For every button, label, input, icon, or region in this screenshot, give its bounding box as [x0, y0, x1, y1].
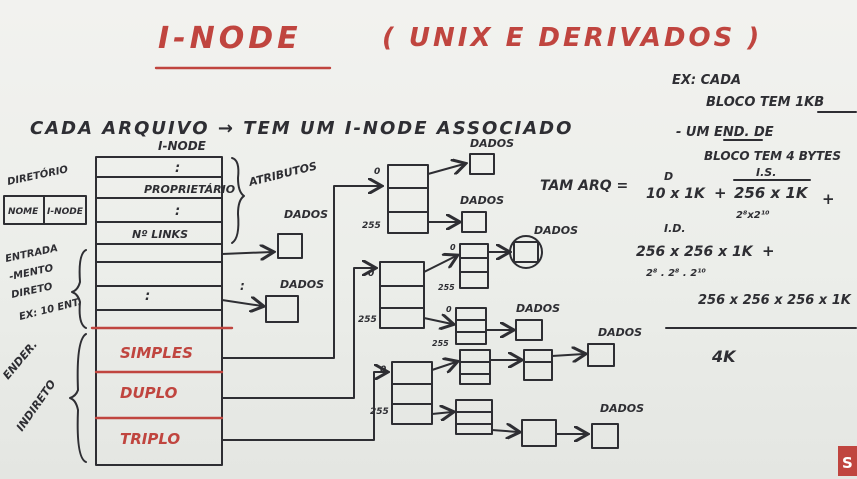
double-data-block-1	[513, 241, 539, 263]
formula-plus-2: +	[822, 190, 835, 208]
formula-d-label: D	[664, 170, 673, 183]
channel-logo	[838, 446, 857, 476]
example-line-4: BLOCO TEM 4 BYTES	[704, 149, 841, 163]
indirect-triple: TRIPLO	[120, 430, 180, 448]
svg-text::: :	[240, 279, 245, 293]
entries-note-1: ENTRADA	[4, 243, 59, 265]
direct-data-block-2	[265, 295, 299, 323]
simple-data-block-1	[469, 153, 495, 175]
channel-logo-letter: S	[842, 454, 853, 472]
indirect-note-1: ENDER.	[0, 338, 40, 382]
double-level2-last-2: 255	[432, 339, 449, 348]
formula-id-label: I.D.	[664, 222, 686, 235]
directory-inode-cell: I-NODE	[47, 207, 84, 217]
inode-direct-dots: :	[145, 289, 150, 304]
double-index-first: 0	[368, 269, 374, 279]
formula-term3-sub: 2⁸ . 2⁸ . 2¹⁰	[646, 268, 707, 279]
simple-pointer	[221, 186, 380, 359]
direct-data-label-1: DADOS	[284, 208, 328, 221]
entries-note-2: -MENTO	[8, 263, 54, 283]
double-pointer	[221, 268, 374, 399]
simple-index-block	[387, 164, 429, 234]
formula-plus-1: +	[714, 184, 727, 202]
formula-lhs: TAM ARQ =	[540, 178, 628, 194]
triple-level2-block-1	[459, 349, 491, 385]
formula-term4: 256 x 256 x 256 x 1K	[698, 293, 852, 308]
triple-index-first: 0	[380, 365, 386, 375]
board-subtitle: ( UNIX E DERIVADOS )	[382, 23, 762, 53]
double-data-label-2: DADOS	[516, 302, 560, 315]
example-line-3: - UM END. DE	[676, 125, 774, 140]
directory-name-cell: NOME	[8, 207, 39, 217]
formula-is-label: I.S.	[756, 166, 776, 179]
double-data-block-circled	[509, 235, 543, 269]
triple-level3-block-2	[521, 419, 557, 447]
simple-index-last: 255	[362, 221, 381, 231]
example-line-1: EX: CADA	[672, 73, 741, 88]
double-level2-block-1	[459, 243, 489, 289]
inode-row-dots-1: :	[175, 161, 180, 176]
triple-level2-block-2	[455, 399, 493, 435]
triple-data-label-2: DADOS	[600, 402, 644, 415]
formula-term2: 256 x 1K	[734, 184, 809, 202]
attributes-brace	[231, 157, 245, 244]
double-data-block-2	[515, 319, 543, 341]
entries-note-3: DIRETO	[10, 281, 54, 301]
indirect-note-2: INDIRETO	[14, 378, 59, 434]
triple-data-label-1: DADOS	[598, 326, 642, 339]
indirect-brace	[69, 333, 87, 463]
entries-note-4: EX: 10 ENT.	[18, 297, 82, 323]
example-line-2: BLOCO TEM 1KB	[706, 95, 824, 110]
headline: CADA ARQUIVO → TEM UM I-NODE ASSOCIADO	[30, 118, 573, 139]
inode-row-dots-2: :	[175, 204, 180, 219]
inode-row-owner: PROPRIETÁRIO	[144, 183, 235, 196]
direct-brace	[71, 249, 87, 329]
simple-data-label-2: DADOS	[460, 194, 504, 207]
double-index-block	[379, 261, 425, 329]
direct-data-label-2: DADOS	[280, 278, 324, 291]
indirect-simple: SIMPLES	[120, 344, 193, 362]
directory-label: DIRETÓRIO	[6, 162, 70, 188]
triple-level3-block-1	[523, 349, 553, 381]
double-level2-first-1: 0	[450, 243, 456, 252]
simple-data-label-1: DADOS	[470, 137, 514, 150]
triple-pointer	[221, 372, 386, 441]
formula-term1: 10 x 1K	[646, 186, 706, 202]
direct-data-block-1	[277, 233, 303, 259]
simple-index-first: 0	[374, 167, 380, 177]
formula-divisor: 4K	[711, 347, 737, 366]
formula-term3: 256 x 256 x 1K	[636, 244, 754, 260]
indirect-double: DUPLO	[120, 384, 178, 402]
triple-data-block-2	[591, 423, 619, 449]
double-level2-first-2: 0	[446, 305, 452, 314]
double-index-last: 255	[358, 315, 377, 325]
attributes-label: ATRIBUTOS	[247, 159, 319, 189]
triple-index-block	[391, 361, 433, 425]
double-level2-last-1: 255	[438, 283, 455, 292]
inode-label: I-NODE	[158, 139, 207, 153]
triple-index-last: 255	[370, 407, 389, 417]
simple-data-block-2	[461, 211, 487, 233]
triple-data-block-1	[587, 343, 615, 367]
double-data-label-1: DADOS	[534, 224, 578, 237]
inode-row-links: Nº LINKS	[132, 228, 188, 241]
double-level2-block-2	[455, 307, 487, 345]
formula-term2-sub: 2⁸x2¹⁰	[736, 210, 770, 221]
board-title: I-NODE	[158, 21, 302, 56]
formula-plus-3: +	[762, 242, 775, 260]
